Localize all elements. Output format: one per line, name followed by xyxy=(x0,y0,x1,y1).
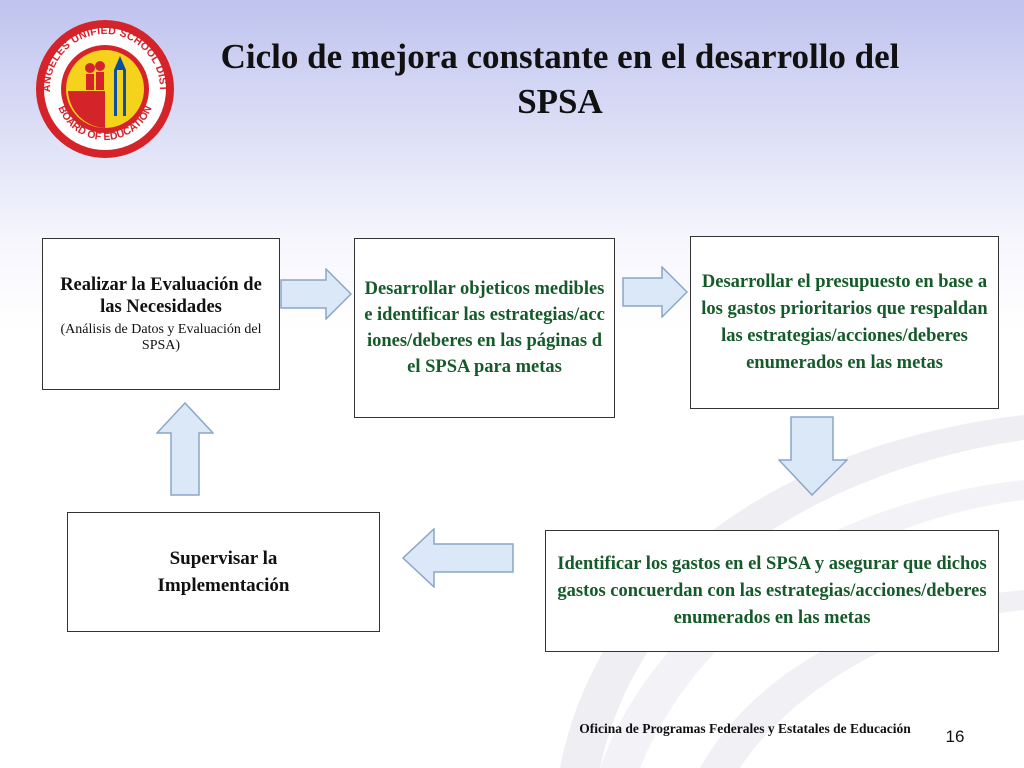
develop-budget-label: Desarrollar el presupuesto en base a los… xyxy=(701,271,988,373)
footer-office-name: Oficina de Programas Federales y Estatal… xyxy=(579,721,911,736)
lausd-seal-logo: LOS ANGELES UNIFIED SCHOOL DISTRICT BOAR… xyxy=(34,18,174,158)
needs-assessment-label: Realizar la Evaluación de las Necesidade… xyxy=(60,275,262,317)
box-supervise-implementation: Supervisar la Implementación xyxy=(67,512,380,632)
needs-assessment-sublabel: (Análisis de Datos y Evaluación del SPSA… xyxy=(60,322,262,353)
arrow-up xyxy=(156,402,214,496)
arrow-right-2 xyxy=(622,266,688,318)
develop-goals-label: Desarrollar objeticos medibles e identif… xyxy=(364,279,605,377)
box-identify-expenses: Identificar los gastos en el SPSA y aseg… xyxy=(545,530,999,652)
box-develop-budget: Desarrollar el presupuesto en base a los… xyxy=(690,236,999,409)
box-needs-assessment: Realizar la Evaluación de las Necesidade… xyxy=(42,238,280,390)
supervise-implementation-label: Supervisar la Implementación xyxy=(157,548,290,596)
slide-title: Ciclo de mejora constante en el desarrol… xyxy=(220,37,900,121)
arrow-right-1 xyxy=(280,268,352,320)
arrow-down xyxy=(778,416,848,496)
page-number: 16 xyxy=(945,727,965,746)
box-develop-goals: Desarrollar objeticos medibles e identif… xyxy=(354,238,615,418)
arrow-left xyxy=(402,528,514,588)
identify-expenses-label: Identificar los gastos en el SPSA y aseg… xyxy=(557,553,987,628)
